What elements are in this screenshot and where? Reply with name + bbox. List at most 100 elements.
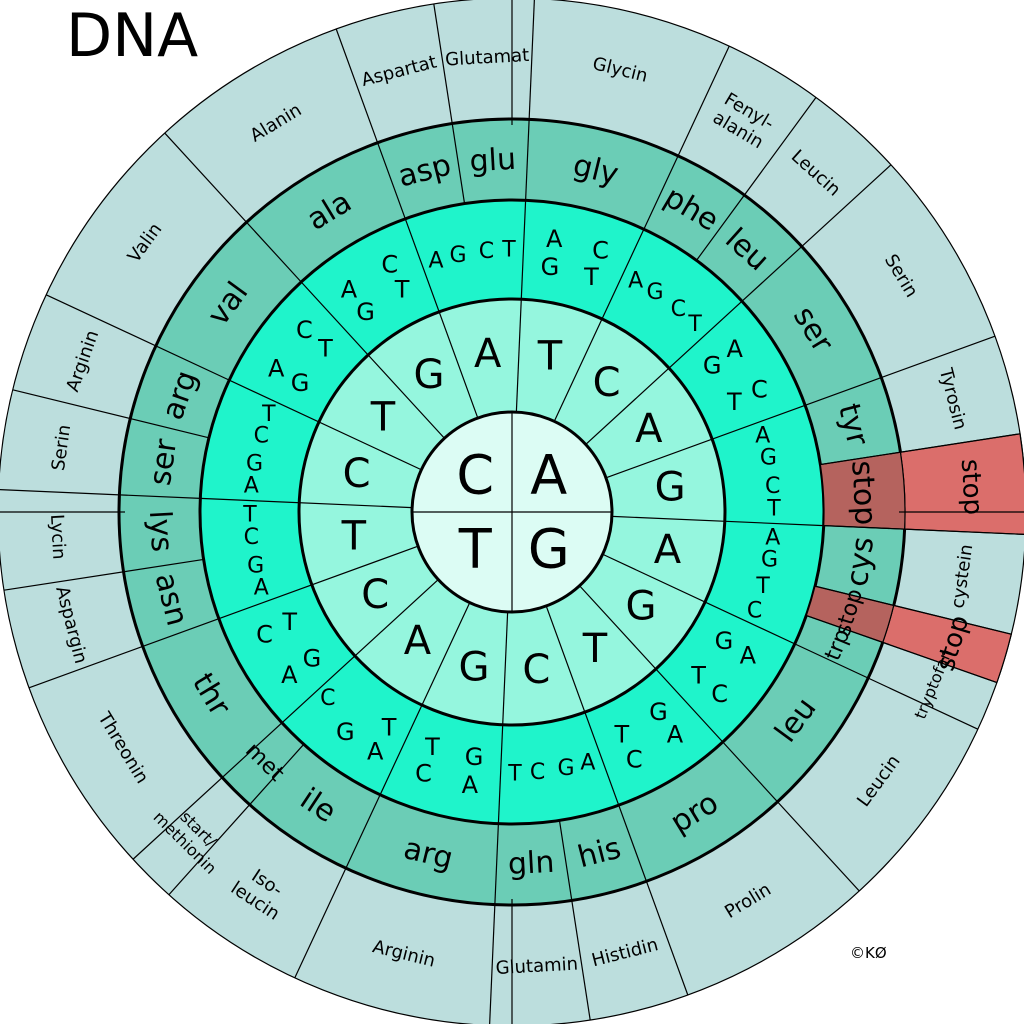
sector-divider [294, 794, 381, 979]
sector-divider [722, 741, 860, 892]
second-base-label: A [635, 406, 663, 452]
second-base-label: A [404, 618, 432, 664]
amino-acid-abbr: glu [469, 142, 517, 179]
second-base-label: G [655, 465, 686, 511]
third-base-label: C [256, 620, 273, 648]
third-base-label: A [765, 525, 780, 550]
sector-divider [379, 602, 471, 796]
sector-divider [618, 804, 689, 996]
third-base-label: A [281, 661, 298, 689]
amino-acid-name: Glutamat [445, 45, 530, 71]
sector-divider [794, 643, 979, 730]
third-base-label: G [303, 644, 322, 672]
sector-divider [605, 404, 806, 479]
sector-divider [489, 823, 499, 1024]
third-base-label: A [580, 750, 595, 775]
third-base-label: T [690, 661, 706, 689]
third-base-label: G [715, 627, 734, 655]
third-base-label: T [501, 238, 516, 263]
third-base-label: T [317, 335, 333, 363]
third-base-label: C [244, 525, 259, 550]
sector-divider [12, 389, 210, 439]
third-base-label: G [291, 369, 310, 397]
third-base-label: A [429, 249, 444, 274]
sector-divider [814, 585, 1012, 635]
sector-divider [404, 218, 479, 419]
sector-divider [804, 335, 996, 406]
third-base-label: A [367, 738, 384, 766]
third-base-label: A [462, 771, 479, 799]
amino-acid-abbr: lys [142, 509, 179, 553]
third-base-label: T [614, 720, 630, 748]
third-base-label: C [479, 239, 494, 264]
third-base-label: T [281, 608, 297, 636]
third-base-label: C [296, 316, 313, 344]
diagram-title: DNA [66, 1, 199, 71]
third-base-label: T [394, 276, 410, 304]
sector-divider [525, 0, 535, 201]
third-base-label: T [507, 761, 522, 786]
third-base-label: T [766, 497, 781, 522]
third-base-label: T [261, 402, 276, 427]
second-base-label: T [370, 394, 396, 440]
sector-divider [335, 28, 406, 220]
second-base-label: T [582, 626, 608, 672]
third-base-label: A [268, 355, 285, 383]
sector-divider [28, 618, 220, 689]
sector-divider [741, 164, 892, 302]
third-base-label: A [667, 721, 684, 749]
third-base-label: A [244, 474, 259, 499]
third-base-label: C [751, 376, 768, 404]
third-base-label: G [336, 718, 355, 746]
third-base-label: T [242, 502, 257, 527]
sector-divider [3, 558, 204, 591]
third-base-label: T [381, 713, 397, 741]
third-base-label: C [711, 680, 728, 708]
second-base-label: A [474, 331, 502, 377]
second-base-label: G [626, 584, 657, 630]
second-base-label: C [522, 647, 550, 693]
stop-codon-label: stop [955, 458, 988, 516]
sector-divider [820, 433, 1021, 466]
sector-divider [553, 228, 645, 422]
third-base-label: C [747, 598, 762, 623]
third-base-label: C [415, 759, 432, 787]
third-base-label: T [755, 574, 770, 599]
amino-acid-abbr: cys [840, 535, 882, 589]
third-base-label: A [341, 275, 358, 303]
second-base-label: T [341, 513, 367, 559]
third-base-label: A [727, 335, 744, 363]
sector-divider [602, 553, 796, 645]
first-base-label: A [530, 444, 567, 507]
third-base-label: C [626, 745, 643, 773]
sector-divider [218, 545, 419, 620]
sector-divider [579, 585, 724, 743]
sector-divider [585, 300, 743, 445]
third-base-label: T [687, 312, 702, 337]
third-base-label: C [671, 297, 686, 322]
sector-divider [823, 525, 1024, 535]
sector-divider [545, 605, 620, 806]
third-base-label: T [583, 263, 599, 291]
second-base-label: A [654, 527, 682, 573]
sector-divider [228, 379, 422, 471]
third-base-label: G [761, 548, 778, 573]
third-base-label: C [381, 251, 398, 279]
second-base-label: C [343, 451, 371, 497]
third-base-label: G [541, 253, 560, 281]
sector-divider [168, 743, 305, 896]
third-base-label: G [557, 756, 574, 781]
third-base-label: C [592, 237, 609, 265]
third-base-label: G [356, 298, 375, 326]
first-base-label: G [528, 517, 570, 580]
second-base-label: C [361, 572, 389, 618]
sector-divider [643, 45, 730, 230]
sector-divider [433, 3, 466, 204]
stop-codon-abbr: stop [844, 460, 882, 527]
third-base-label: G [760, 445, 777, 470]
third-base-label: G [703, 352, 722, 380]
third-base-label: C [765, 474, 780, 499]
third-base-label: A [254, 575, 269, 600]
third-base-label: C [320, 686, 335, 711]
second-base-label: G [413, 352, 444, 398]
